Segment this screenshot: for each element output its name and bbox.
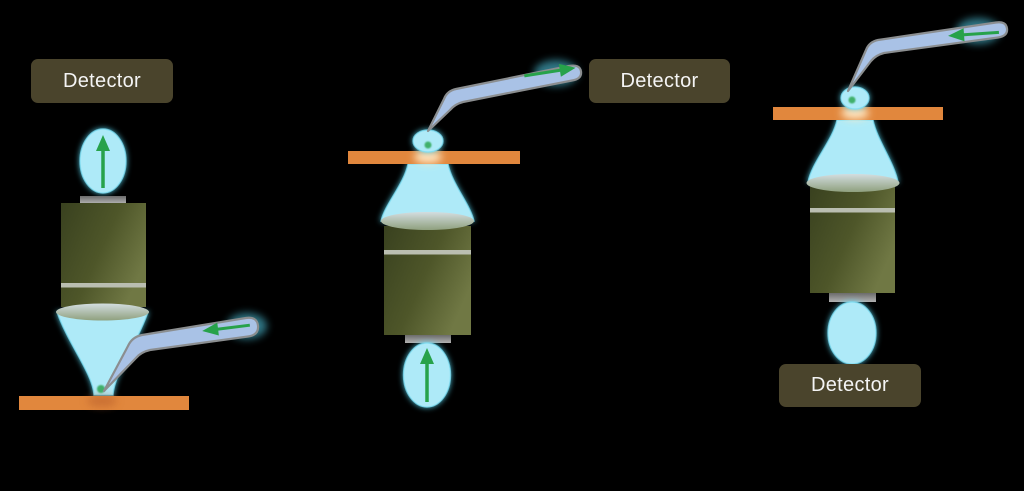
objective-band [61,283,146,288]
focal-spot [414,150,442,164]
objective-band [384,250,471,255]
collection-cone [807,119,899,183]
objective-back-cap [405,335,451,343]
objective-lens [56,303,149,321]
detector-label: Detector [620,69,699,92]
detector-label: Detector [63,69,141,92]
diagram-middle [348,60,583,408]
emission-dome [840,86,870,110]
detector-box: Detector [31,59,173,103]
right-arrow-icon [524,63,576,78]
left-arrow-icon [948,28,1000,42]
objective-lens [806,174,900,192]
up-arrow-icon [96,135,110,188]
objective-back-cap [829,293,876,302]
light-guide [846,21,1009,93]
up-arrow-icon [420,348,434,402]
objective-back-cap [80,196,126,204]
emitter-dot [424,141,432,149]
diagram-left [19,128,267,410]
light-guide [102,316,260,393]
objective-band [810,208,895,213]
detector-box: Detector [779,364,921,407]
objective-lens [381,212,474,230]
light-guide [426,64,583,133]
objective-body [384,226,471,335]
focal-spot [841,106,869,120]
emitter-dot [848,96,856,104]
left-arrow-icon [202,322,251,336]
emission-dome [412,129,444,153]
excitation-cone [56,311,149,396]
focal-spot [87,395,117,407]
objective-body [810,186,895,293]
detector-box: Detector [589,59,730,103]
collected-beam [827,301,877,365]
diagram-right [773,18,1009,365]
detector-label: Detector [811,374,889,396]
objective-body [61,203,146,307]
